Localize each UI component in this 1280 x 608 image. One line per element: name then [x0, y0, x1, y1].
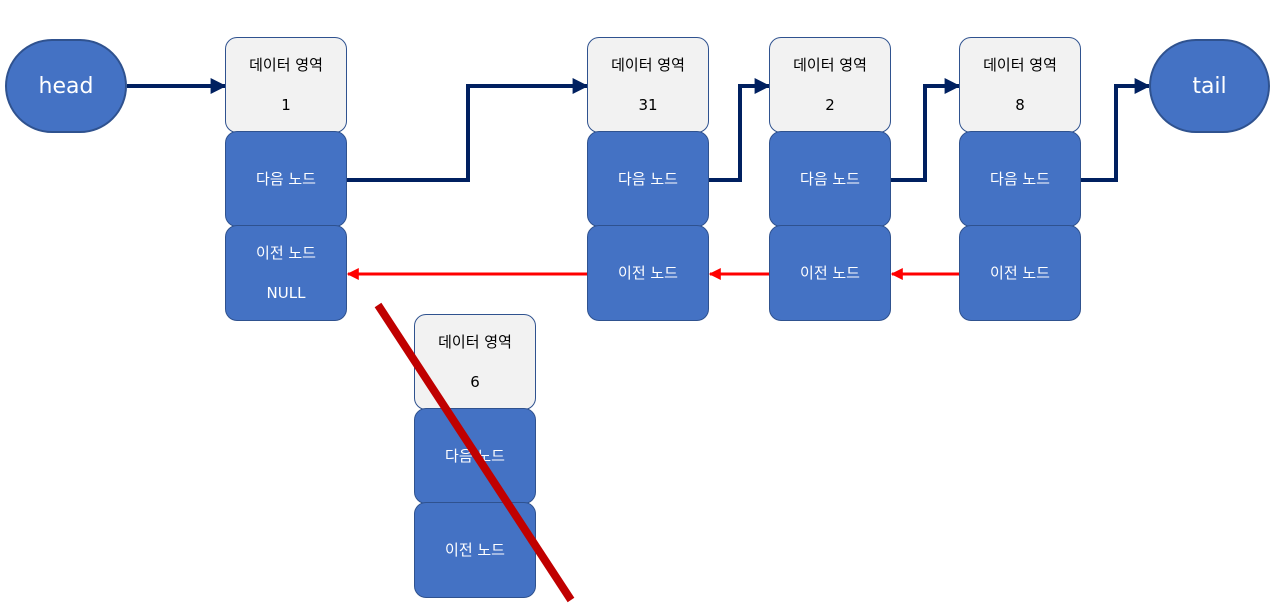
data-value: 31 — [638, 96, 658, 114]
next-pointer-field: 다음 노드 — [769, 131, 891, 227]
head-label: head — [38, 73, 94, 99]
tail-terminal: tail — [1149, 39, 1270, 133]
data-field: 데이터 영역 6 — [414, 314, 536, 410]
next-pointer-field: 다음 노드 — [959, 131, 1081, 227]
prev-pointer-label: 이전 노드 — [990, 264, 1050, 282]
prev-pointer-value: NULL — [266, 284, 306, 302]
data-field-label: 데이터 영역 — [793, 56, 867, 74]
next-pointer-label: 다음 노드 — [800, 170, 860, 188]
node-1-next-arrow — [347, 78, 589, 182]
data-field: 데이터 영역 8 — [959, 37, 1081, 133]
next-pointer-label: 다음 노드 — [990, 170, 1050, 188]
prev-pointer-label: 이전 노드 — [618, 264, 678, 282]
prev-pointer-field: 이전 노드 — [414, 502, 536, 598]
prev-pointer-field: 이전 노드 NULL — [225, 225, 347, 321]
next-pointer-label: 다음 노드 — [445, 447, 505, 465]
prev-pointer-label: 이전 노드 — [256, 244, 316, 262]
data-field: 데이터 영역 31 — [587, 37, 709, 133]
next-pointer-field: 다음 노드 — [587, 131, 709, 227]
next-pointer-field: 다음 노드 — [414, 408, 536, 504]
data-field: 데이터 영역 1 — [225, 37, 347, 133]
data-value: 6 — [470, 373, 480, 391]
prev-pointer-field: 이전 노드 — [587, 225, 709, 321]
prev-pointer-label: 이전 노드 — [800, 264, 860, 282]
node-3-next-arrow — [891, 78, 961, 182]
data-field-label: 데이터 영역 — [611, 56, 685, 74]
data-field-label: 데이터 영역 — [438, 333, 512, 351]
prev-pointer-label: 이전 노드 — [445, 541, 505, 559]
next-pointer-field: 다음 노드 — [225, 131, 347, 227]
data-value: 8 — [1015, 96, 1025, 114]
tail-label: tail — [1192, 73, 1227, 99]
data-value: 2 — [825, 96, 835, 114]
data-field-label: 데이터 영역 — [249, 56, 323, 74]
head-terminal: head — [5, 39, 127, 133]
node-4-to-tail-arrow — [1081, 78, 1151, 182]
data-field-label: 데이터 영역 — [983, 56, 1057, 74]
data-value: 1 — [281, 96, 291, 114]
data-field: 데이터 영역 2 — [769, 37, 891, 133]
prev-pointer-field: 이전 노드 — [769, 225, 891, 321]
node-2-next-arrow — [709, 78, 771, 182]
next-pointer-label: 다음 노드 — [618, 170, 678, 188]
prev-pointer-field: 이전 노드 — [959, 225, 1081, 321]
next-pointer-label: 다음 노드 — [256, 170, 316, 188]
